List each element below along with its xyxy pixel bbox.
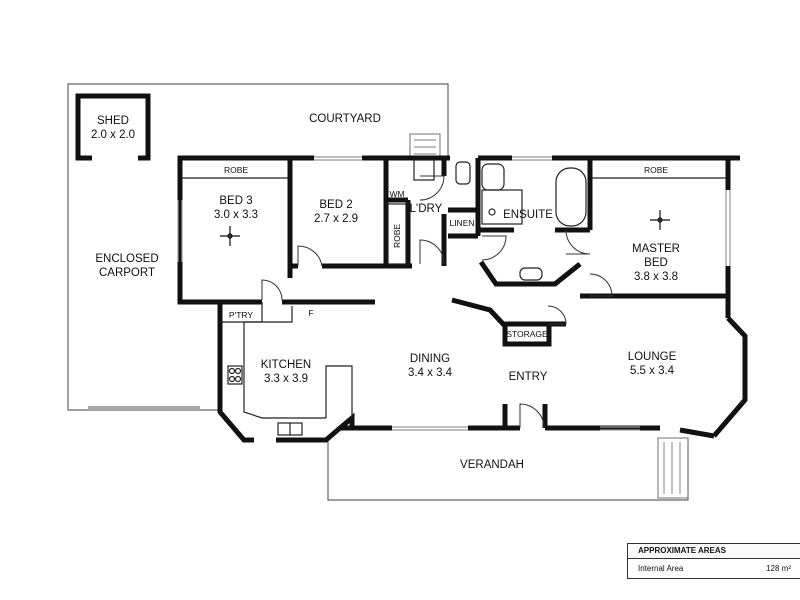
outline-walls	[67, 83, 689, 501]
dining-dims: 3.4 x 3.4	[408, 367, 453, 379]
shed-walls	[75, 93, 151, 161]
linen-label: LINEN	[449, 218, 474, 228]
bathroom-fixtures	[413, 159, 587, 281]
robes	[182, 177, 726, 265]
carport-label-1: ENCLOSED	[95, 253, 158, 265]
areas-table: APPROXIMATE AREAS Internal Area 128 m²	[627, 543, 800, 579]
bed2-name: BED 2	[319, 199, 352, 211]
master-robe-label: ROBE	[644, 165, 668, 175]
shed-name: SHED	[97, 115, 129, 127]
shed-dims: 2.0 x 2.0	[91, 129, 135, 141]
wm-label: WM	[389, 189, 404, 199]
ensuite-label: ENSUITE	[503, 209, 553, 221]
bed3-robe-label: ROBE	[224, 165, 248, 175]
areas-row: Internal Area 128 m²	[628, 559, 800, 573]
kitchen-fixtures	[220, 302, 353, 436]
bed3-name: BED 3	[219, 195, 252, 207]
lounge-dims: 5.5 x 3.4	[630, 365, 675, 377]
main-walls	[177, 155, 748, 443]
verandah-label: VERANDAH	[460, 459, 524, 471]
master-name-2: BED	[644, 257, 668, 269]
areas-heading: APPROXIMATE AREAS	[628, 544, 800, 559]
ceiling-fan-icon	[220, 210, 670, 246]
bed2-robe-label: ROBE	[392, 224, 402, 248]
pantry-label: P'TRY	[229, 310, 253, 320]
carport-label-2: CARPORT	[99, 267, 155, 279]
bed2-dims: 2.7 x 2.9	[314, 213, 358, 225]
dining-name: DINING	[410, 353, 450, 365]
laundry-label: L'DRY	[410, 203, 443, 215]
courtyard-label: COURTYARD	[309, 113, 381, 125]
kitchen-name: KITCHEN	[261, 359, 311, 371]
master-dims: 3.8 x 3.8	[634, 271, 678, 283]
storage-label: STORAGE	[506, 329, 548, 339]
kitchen-dims: 3.3 x 3.9	[264, 373, 308, 385]
fridge-label: F	[308, 308, 313, 318]
bed3-dims: 3.0 x 3.3	[214, 209, 258, 221]
door-swings	[261, 175, 613, 429]
master-name-1: MASTER	[632, 243, 680, 255]
internal-area-value: 128 m²	[766, 564, 791, 573]
lounge-name: LOUNGE	[628, 351, 677, 363]
internal-area-label: Internal Area	[638, 564, 684, 573]
entry-label: ENTRY	[509, 371, 548, 383]
windows	[177, 156, 731, 431]
